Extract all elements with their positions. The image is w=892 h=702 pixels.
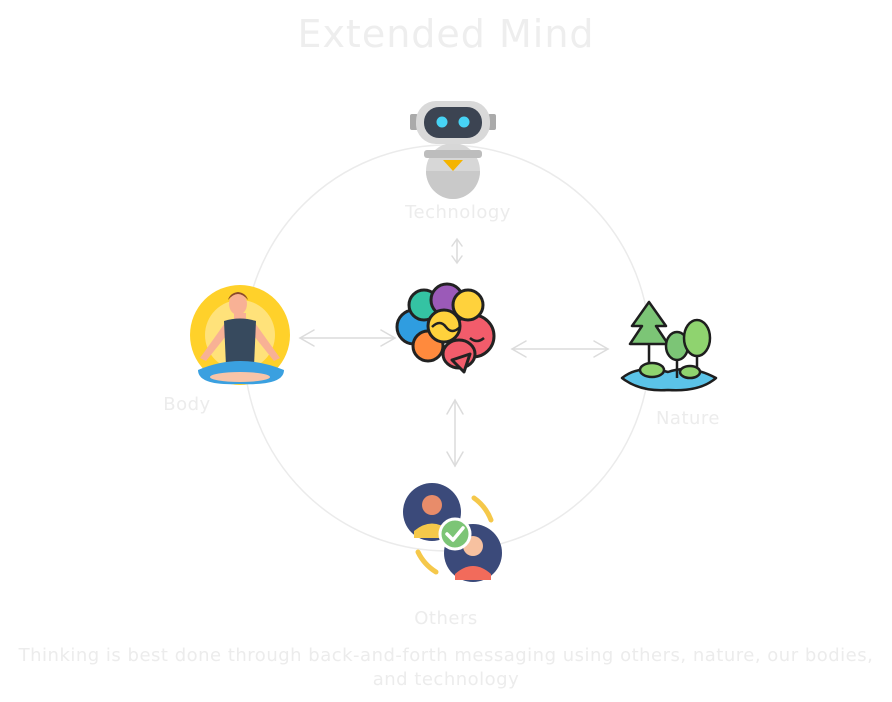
- robot-icon: [410, 101, 496, 199]
- caption-line-1: Thinking is best done through back-and-f…: [18, 645, 874, 666]
- node-label-technology: Technology: [405, 202, 511, 223]
- arrow-center-nature: [510, 340, 610, 358]
- colorful-brain-icon: [395, 282, 496, 374]
- arrow-center-others: [446, 398, 464, 468]
- people-connected-icon: [403, 483, 502, 582]
- arrow-center-technology: [451, 237, 463, 265]
- diagram-title: Extended Mind: [297, 12, 595, 56]
- node-label-others: Others: [414, 608, 478, 629]
- diagram-caption: Thinking is best done through back-and-f…: [0, 644, 892, 692]
- caption-line-2: and technology: [372, 669, 520, 690]
- node-label-body: Body: [163, 394, 211, 415]
- node-label-nature: Nature: [655, 408, 721, 429]
- forest-icon: [620, 300, 718, 392]
- arrow-center-body: [298, 329, 397, 347]
- meditating-person-icon: [190, 285, 290, 385]
